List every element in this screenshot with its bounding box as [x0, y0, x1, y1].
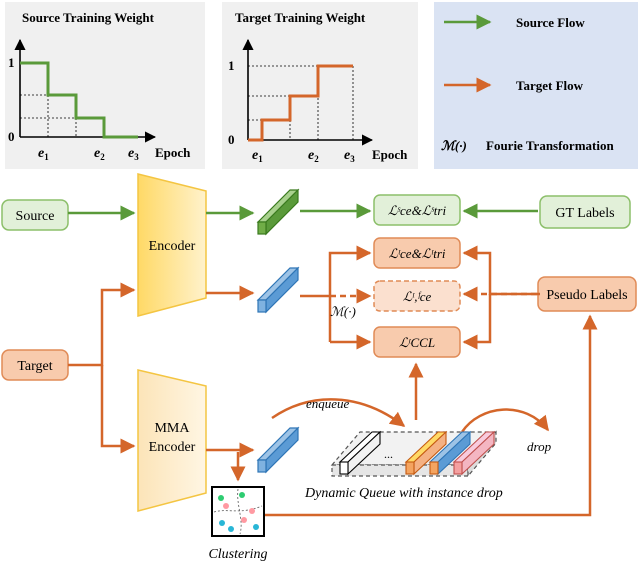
source-weight-panel: Source Training Weight 1 0 e1 e2 e3 Epoc…: [5, 2, 205, 169]
gt-labels-box: [539, 195, 631, 229]
source-box: [1, 199, 69, 231]
target-weight-xtick-e1: e1: [252, 148, 263, 164]
queue-slot-blue: [428, 430, 472, 476]
to-target-loss-arrow: [328, 245, 372, 342]
target-weight-ytick-1: 1: [228, 58, 235, 73]
legend-panel: Source Flow Target Flow ℳ(·) Fourie Tran…: [434, 2, 638, 169]
cluster-point: [249, 508, 255, 514]
source-feature-vector: [256, 188, 300, 236]
source-weight-xtick-e3: e3: [128, 146, 139, 162]
target-weight-xlabel: Epoch: [372, 147, 408, 162]
cluster-point: [223, 503, 229, 509]
mma-encoder-label-2: Encoder: [149, 440, 196, 455]
target-weight-panel: Target Training Weight 1 0 e1 e2 e3 Epoc…: [222, 2, 418, 169]
pseudo-labels-label: Pseudo Labels: [546, 288, 627, 303]
cluster-boundary-1: [213, 505, 263, 513]
target-to-mma-encoder-arrow: [100, 365, 136, 454]
queue-slot-orange: [404, 430, 448, 476]
target-weight-title: Target Training Weight: [235, 10, 366, 25]
queue-ellipsis: ...: [384, 447, 393, 461]
source-weight-ytick-0: 0: [8, 129, 15, 144]
target-loss-label: ℒᵗce&ℒᵗtri: [388, 246, 445, 261]
target-loss-box: [373, 237, 461, 269]
target-to-encoder-arrow: [68, 282, 136, 367]
source-label: Source: [16, 209, 55, 224]
encoder-label: Encoder: [149, 239, 196, 254]
target-label: Target: [17, 359, 52, 374]
cluster-point: [228, 526, 234, 532]
source-weight-ytick-1: 1: [8, 55, 15, 70]
mma-encoder-block: [137, 369, 207, 512]
drop-arrow: [460, 408, 549, 433]
legend-source-flow: Source Flow: [516, 15, 585, 30]
target-weight-ytick-0: 0: [228, 132, 235, 147]
target-feature-vector: [256, 266, 300, 314]
dynamic-queue: ...: [330, 430, 498, 478]
queue-caption: Dynamic Queue with instance drop: [304, 486, 503, 501]
pseudo-to-target-loss-arrow: [462, 245, 540, 296]
source-weight-panel-bg: [5, 2, 205, 169]
cluster-boundary-2: [237, 488, 242, 535]
source-weight-xtick-e1: e1: [38, 146, 49, 162]
drop-label: drop: [527, 439, 552, 454]
source-weight-xtick-e2: e2: [94, 146, 105, 162]
mma-feature-vector: [256, 426, 300, 474]
clustering-to-pseudo-labels-arrow: [265, 314, 598, 517]
enqueue-label: enqueue: [306, 396, 350, 411]
queue-slot-pink: [452, 430, 496, 476]
source-loss-label: ℒˢce&ℒˢtri: [388, 203, 447, 218]
fourier-op-label: ℳ(·): [330, 304, 356, 319]
legend-fourier-text: Fourie Transformation: [486, 138, 614, 153]
fourier-loss-label: ℒᵗ,ᶠce: [403, 289, 432, 304]
target-weight-xtick-e2: e2: [308, 148, 319, 164]
cluster-point: [253, 524, 259, 530]
source-weight-curve: [20, 61, 138, 139]
fourier-loss-box: [373, 280, 461, 312]
legend-fourier-symbol: ℳ(·): [441, 138, 467, 153]
queue-empty-slot: [338, 430, 382, 476]
source-loss-box: [373, 194, 461, 226]
cluster-point: [239, 492, 245, 498]
ccl-loss-label: ℒᵗCCL: [399, 335, 435, 350]
source-weight-guides: [20, 94, 77, 137]
source-weight-xlabel: Epoch: [155, 145, 191, 160]
pseudo-to-ccl-loss-arrow: [462, 294, 492, 350]
ccl-loss-box: [373, 326, 461, 358]
legend-target-flow: Target Flow: [516, 78, 584, 93]
target-weight-xtick-e3: e3: [344, 148, 355, 164]
cluster-point: [218, 495, 224, 501]
cluster-point: [219, 520, 225, 526]
target-weight-curve: [248, 64, 353, 142]
clustering-box: [211, 486, 265, 537]
target-weight-panel-bg: [222, 2, 418, 169]
gt-labels-label: GT Labels: [555, 206, 614, 221]
clustering-label: Clustering: [208, 547, 267, 562]
encoder-block: [137, 173, 207, 317]
source-weight-title: Source Training Weight: [22, 10, 155, 25]
mma-encoder-label-1: MMA: [154, 421, 190, 436]
cluster-point: [241, 517, 247, 523]
enqueue-arrow: [271, 398, 406, 427]
